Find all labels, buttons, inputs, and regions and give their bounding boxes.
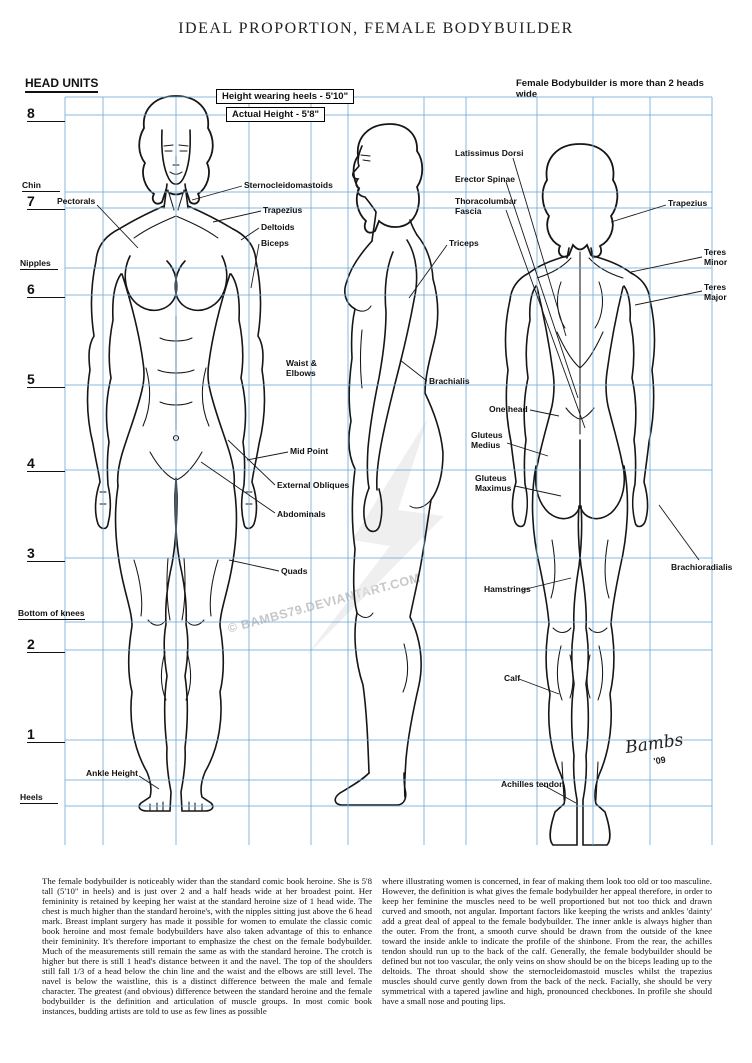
muscle-label: Brachioradialis bbox=[671, 562, 733, 572]
label-leader-line bbox=[658, 504, 700, 561]
label-leader-line bbox=[191, 185, 243, 201]
height-annotation: Actual Height - 5'8" bbox=[226, 107, 325, 122]
muscle-label: Gluteus Medius bbox=[471, 430, 503, 451]
muscle-label: Abdominals bbox=[277, 509, 326, 519]
muscle-label: One head bbox=[489, 404, 528, 414]
muscle-label: Erector Spinae bbox=[455, 174, 515, 184]
muscle-label: Teres Minor bbox=[704, 247, 728, 268]
watermark-logo bbox=[306, 418, 444, 656]
label-leader-line bbox=[505, 181, 579, 399]
muscle-label: Teres Major bbox=[704, 282, 727, 303]
height-annotation: Height wearing heels - 5'10" bbox=[216, 89, 355, 104]
muscle-label: Waist & Elbows bbox=[286, 358, 317, 379]
label-leader-line bbox=[512, 157, 567, 337]
muscle-label: Thoracolumbar Fascia bbox=[455, 196, 517, 217]
width-note: Female Bodybuilder is more than 2 heads … bbox=[516, 78, 704, 100]
label-leader-line bbox=[505, 209, 586, 429]
label-leader-line bbox=[542, 784, 577, 804]
scale-mark: Bottom of knees bbox=[18, 608, 85, 620]
label-leader-line bbox=[399, 359, 428, 382]
muscle-label: Brachialis bbox=[429, 376, 470, 386]
body-text-right-column: where illustrating women is concerned, i… bbox=[382, 876, 712, 1007]
scale-mark: Chin bbox=[22, 180, 60, 192]
anatomy-diagram bbox=[64, 95, 713, 846]
scale-mark: 8 bbox=[27, 106, 65, 122]
muscle-label: Achilles tendon bbox=[501, 779, 565, 789]
muscle-label: Mid Point bbox=[290, 446, 329, 456]
scale-mark: Nipples bbox=[20, 258, 58, 270]
label-leader-line bbox=[408, 244, 448, 299]
muscle-label: Calf bbox=[504, 673, 521, 683]
head-units-label: HEAD UNITS bbox=[25, 76, 99, 93]
label-leader-line bbox=[514, 485, 562, 497]
body-text-left-column: The female bodybuilder is noticeably wid… bbox=[42, 876, 372, 1017]
muscle-label: Trapezius bbox=[263, 205, 303, 215]
muscle-label: Hamstrings bbox=[484, 584, 531, 594]
label-leader-line bbox=[610, 204, 667, 223]
scale-mark: 4 bbox=[27, 456, 65, 472]
muscle-label: Sternocleidomastoids bbox=[244, 180, 333, 190]
label-leader-line bbox=[630, 256, 703, 273]
label-leader-line bbox=[529, 409, 560, 417]
head-unit-grid bbox=[64, 96, 713, 845]
label-leader-line bbox=[634, 290, 703, 306]
label-leader-line bbox=[240, 227, 260, 241]
label-leader-line bbox=[246, 451, 289, 461]
leader-lines bbox=[96, 157, 703, 804]
scale-mark: 3 bbox=[27, 546, 65, 562]
scale-mark: 6 bbox=[27, 282, 65, 298]
label-leader-line bbox=[518, 678, 560, 695]
side-view-figure bbox=[334, 123, 444, 806]
muscle-label: Pectorals bbox=[57, 196, 96, 206]
scale-mark: Heels bbox=[20, 792, 58, 804]
scale-mark: 1 bbox=[27, 727, 65, 743]
muscle-label: Biceps bbox=[261, 238, 289, 248]
muscle-label: External Obliques bbox=[277, 480, 350, 490]
muscle-label: Deltoids bbox=[261, 222, 295, 232]
scale-mark: 2 bbox=[27, 637, 65, 653]
body-text: The female bodybuilder is noticeably wid… bbox=[42, 876, 712, 1057]
muscle-label: Trapezius bbox=[668, 198, 708, 208]
label-leader-line bbox=[96, 204, 139, 249]
muscle-label: Ankle Height bbox=[86, 768, 138, 778]
label-leader-line bbox=[212, 210, 262, 223]
label-leader-line bbox=[138, 775, 160, 790]
label-leader-line bbox=[250, 243, 260, 289]
scale-mark: 5 bbox=[27, 372, 65, 388]
label-leader-line bbox=[227, 439, 276, 486]
scale-mark: 7 bbox=[27, 194, 65, 210]
muscle-label: Latissimus Dorsi bbox=[455, 148, 524, 158]
muscle-label: Triceps bbox=[449, 238, 479, 248]
muscle-label: Quads bbox=[281, 566, 308, 576]
label-leader-line bbox=[228, 559, 280, 572]
label-leader-line bbox=[521, 577, 572, 591]
label-leader-line bbox=[506, 442, 549, 457]
muscle-label: Gluteus Maximus bbox=[475, 473, 512, 494]
label-leader-line bbox=[200, 461, 276, 514]
page-title: IDEAL PROPORTION, FEMALE BODYBUILDER bbox=[178, 20, 574, 37]
